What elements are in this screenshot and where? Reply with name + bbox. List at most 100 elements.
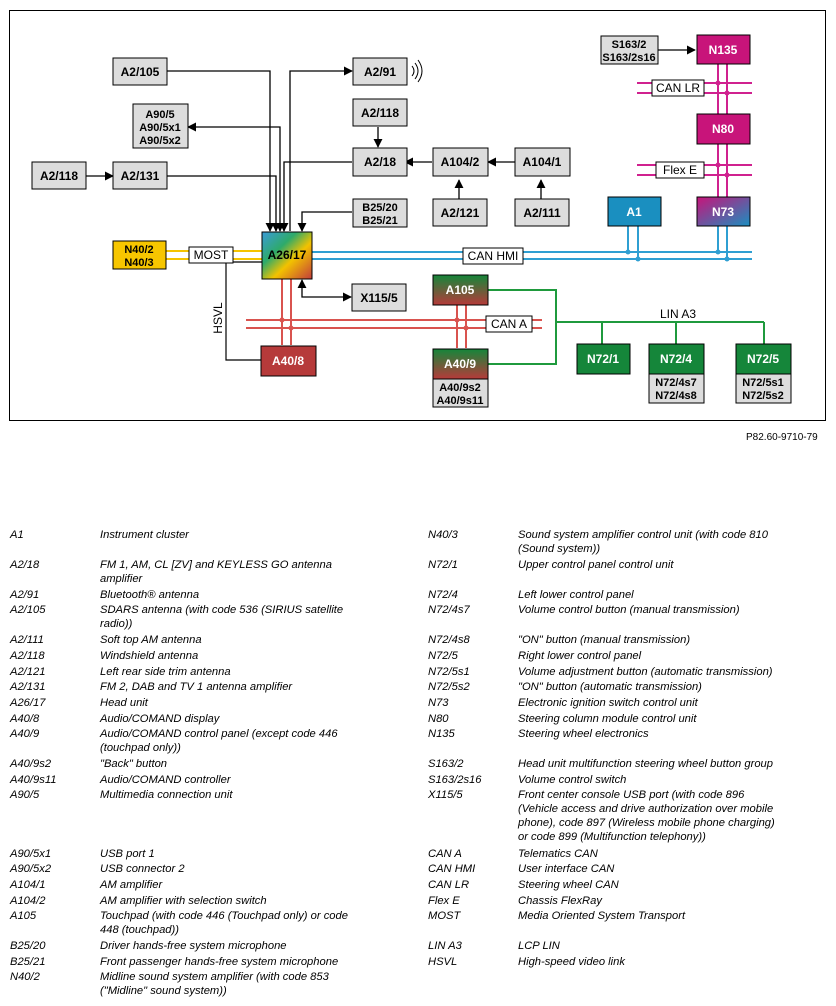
svg-text:A90/5x1: A90/5x1 xyxy=(139,122,181,134)
legend-code: S163/2s16 xyxy=(428,774,482,786)
box-n72-4: N72/4 N72/4s7 N72/4s8 xyxy=(648,343,705,404)
legend-code: MOST xyxy=(428,910,461,922)
legend-description: Driver hands-free system microphone xyxy=(100,940,287,952)
legend-code: A90/5 xyxy=(10,789,40,801)
legend-description: FM 1, AM, CL [ZV] and KEYLESS GO antenna… xyxy=(100,559,332,585)
legend-code: X115/5 xyxy=(428,789,463,801)
svg-text:Flex E: Flex E xyxy=(663,163,697,177)
legend-code: B25/21 xyxy=(10,956,46,968)
legend-description: Upper control panel control unit xyxy=(518,559,674,571)
svg-text:N72/5: N72/5 xyxy=(747,352,779,366)
svg-text:MOST: MOST xyxy=(194,248,229,262)
svg-text:A90/5: A90/5 xyxy=(145,109,174,121)
legend-code: A40/9s2 xyxy=(10,758,52,770)
box-n72-5: N72/5 N72/5s1 N72/5s2 xyxy=(735,343,792,404)
label-most: MOST xyxy=(188,246,234,264)
legend-description: Front center console USB port (with code… xyxy=(518,789,775,843)
svg-text:N72/4s8: N72/4s8 xyxy=(655,390,697,402)
box-n135: N135 xyxy=(696,34,751,65)
box-a2-18: A2/18 xyxy=(352,147,408,177)
legend-description: Volume control switch xyxy=(518,774,627,786)
box-x115-5: X115/5 xyxy=(351,283,407,312)
legend-description: "ON" button (automatic transmission) xyxy=(518,681,702,693)
legend-description: User interface CAN xyxy=(518,863,615,875)
legend-description: SDARS antenna (with code 536 (SIRIUS sat… xyxy=(100,604,344,630)
legend-description: FM 2, DAB and TV 1 antenna amplifier xyxy=(100,681,293,693)
svg-text:CAN A: CAN A xyxy=(491,317,527,331)
legend-code: A2/121 xyxy=(10,666,46,678)
legend-code: A104/1 xyxy=(10,879,46,891)
legend-description: Volume control button (manual transmissi… xyxy=(518,604,740,616)
svg-text:A1: A1 xyxy=(626,205,642,219)
legend-code: CAN A xyxy=(428,848,462,860)
legend-code: N72/5s2 xyxy=(428,681,470,693)
legend-description: Head unit xyxy=(100,697,148,709)
svg-text:N73: N73 xyxy=(712,205,734,219)
svg-text:B25/20: B25/20 xyxy=(362,202,397,214)
svg-text:A26/17: A26/17 xyxy=(268,248,307,262)
legend-code: N72/4 xyxy=(428,589,458,601)
legend-code: N72/4s8 xyxy=(428,634,470,646)
legend-code: A2/18 xyxy=(10,559,40,571)
svg-text:A2/18: A2/18 xyxy=(364,155,396,169)
svg-text:B25/21: B25/21 xyxy=(362,215,397,227)
legend-description: Volume adjustment button (automatic tran… xyxy=(518,666,773,678)
legend-description: Electronic ignition switch control unit xyxy=(518,697,698,709)
box-a2-121: A2/121 xyxy=(432,198,488,227)
box-a2-91: A2/91 xyxy=(352,57,408,86)
bluetooth-waves-icon xyxy=(411,59,423,83)
box-n40: N40/2 N40/3 xyxy=(112,240,167,270)
legend-code: Flex E xyxy=(428,895,460,907)
svg-text:A105: A105 xyxy=(446,283,475,297)
box-a104-2: A104/2 xyxy=(432,147,489,177)
legend-description: Instrument cluster xyxy=(100,529,189,541)
svg-text:CAN HMI: CAN HMI xyxy=(468,249,519,263)
legend-code: LIN A3 xyxy=(428,940,462,952)
box-a105: A105 xyxy=(432,274,489,306)
legend-description: Telematics CAN xyxy=(518,848,598,860)
legend-code: A2/105 xyxy=(10,604,46,616)
legend-description: High-speed video link xyxy=(518,956,625,968)
box-n80: N80 xyxy=(696,113,751,145)
svg-text:N40/2: N40/2 xyxy=(124,244,153,256)
legend-description: Audio/COMAND controller xyxy=(100,774,231,786)
legend-description: Steering wheel CAN xyxy=(518,879,619,891)
legend-description: Left rear side trim antenna xyxy=(100,666,231,678)
legend-description: Chassis FlexRay xyxy=(518,895,602,907)
legend-code: A105 xyxy=(10,910,37,922)
legend-code: A2/118 xyxy=(10,650,45,662)
legend-code: N72/1 xyxy=(428,559,458,571)
legend-description: Steering column module control unit xyxy=(518,713,697,725)
legend-code: HSVL xyxy=(428,956,458,968)
legend-description: AM amplifier with selection switch xyxy=(100,895,267,907)
legend-code: A26/17 xyxy=(10,697,46,709)
svg-text:A2/121: A2/121 xyxy=(441,206,480,220)
legend-code: N40/2 xyxy=(10,971,40,983)
legend-description: Bluetooth® antenna xyxy=(100,589,200,601)
label-can-lr: CAN LR xyxy=(651,79,705,97)
legend-description: Right lower control panel xyxy=(518,650,642,662)
legend-description: Front passenger hands-free system microp… xyxy=(100,956,339,968)
label-can-a: CAN A xyxy=(485,315,533,333)
svg-text:A2/131: A2/131 xyxy=(121,169,160,183)
svg-text:A104/1: A104/1 xyxy=(523,155,562,169)
legend-code: N80 xyxy=(428,713,449,725)
legend-description: Left lower control panel xyxy=(518,589,634,601)
svg-text:A40/9s11: A40/9s11 xyxy=(436,395,483,407)
box-n73: N73 xyxy=(696,196,751,227)
legend-code: N72/5s1 xyxy=(428,666,470,678)
svg-text:N135: N135 xyxy=(709,43,738,57)
box-a2-105: A2/105 xyxy=(112,57,168,86)
box-n72-1: N72/1 xyxy=(576,343,631,375)
legend-code: CAN LR xyxy=(428,879,470,891)
svg-text:A40/8: A40/8 xyxy=(272,354,304,368)
svg-text:A90/5x2: A90/5x2 xyxy=(139,135,181,147)
svg-text:N72/4s7: N72/4s7 xyxy=(655,377,697,389)
box-a90-5: A90/5 A90/5x1 A90/5x2 xyxy=(132,103,189,149)
svg-text:N72/5s1: N72/5s1 xyxy=(742,377,784,389)
legend-code: N72/5 xyxy=(428,650,458,662)
legend-description: Soft top AM antenna xyxy=(100,634,202,646)
box-a2-111: A2/111 xyxy=(514,198,570,227)
legend-description: Touchpad (with code 446 (Touchpad only) … xyxy=(100,910,348,936)
legend-code: A2/131 xyxy=(10,681,46,693)
